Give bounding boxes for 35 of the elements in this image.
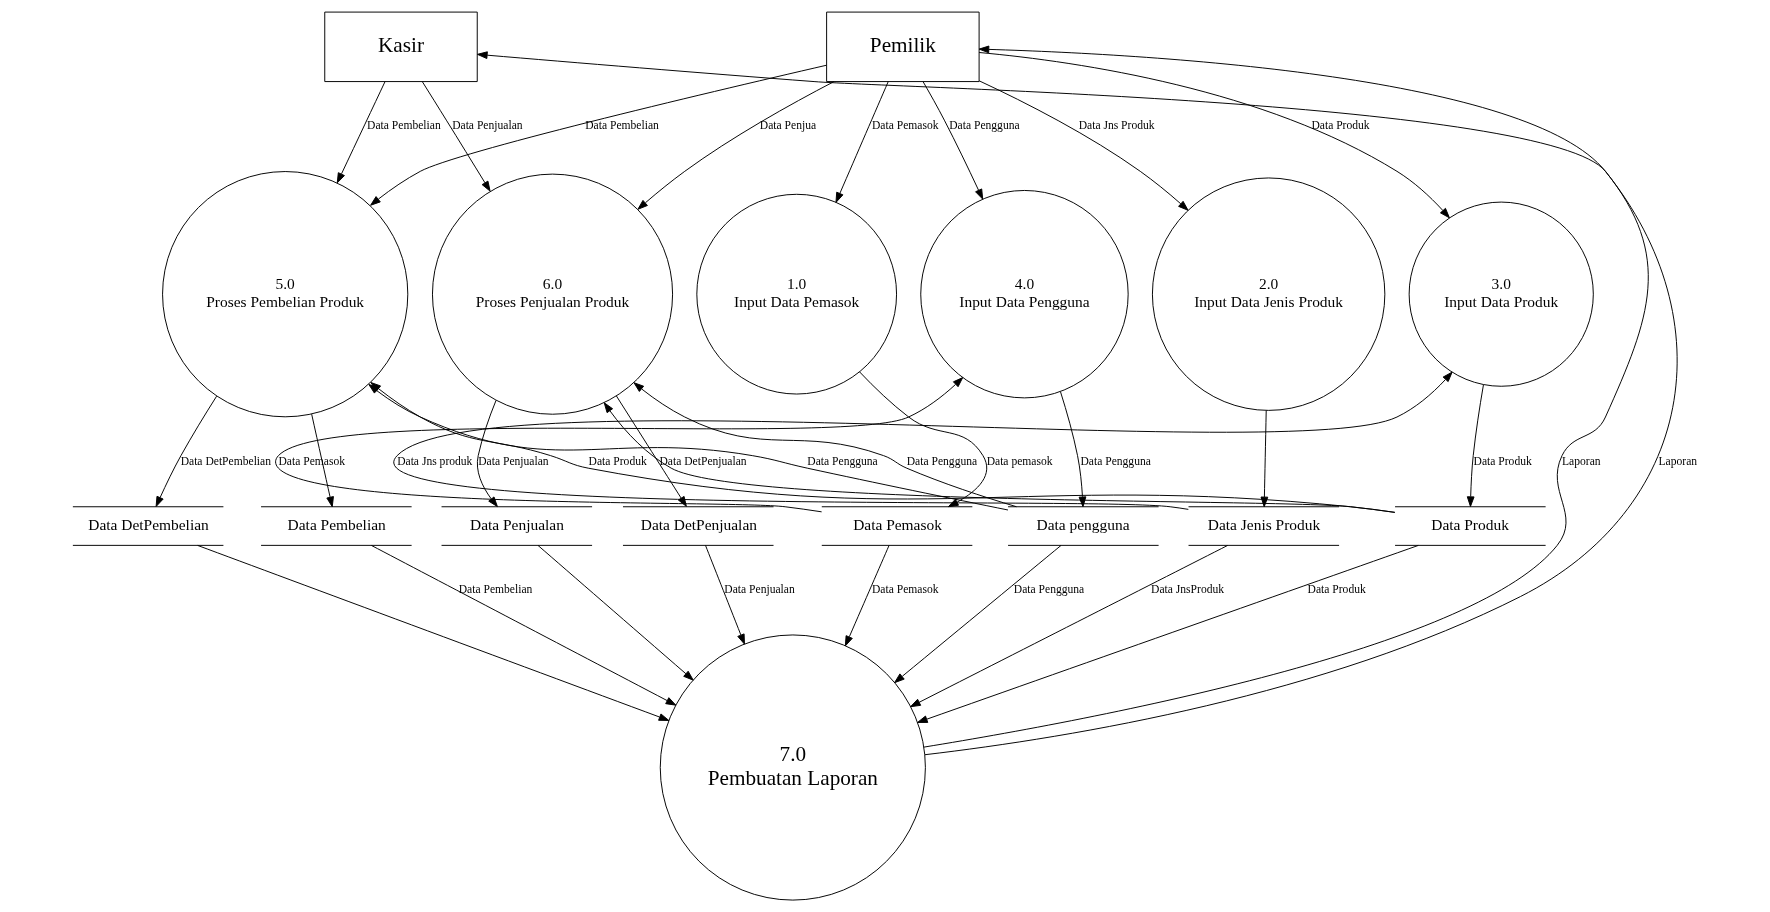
edge-label: Data Pengguna (906, 454, 978, 468)
edge-label: Data Produk (1311, 119, 1370, 133)
edge-label: Data Produk (1307, 583, 1366, 597)
edge-label: Data Pemasok (871, 119, 939, 133)
edge-label: Data Pemasok (871, 583, 939, 597)
edge-label: Data Produk (588, 454, 647, 468)
node-text: Data DetPembelian (88, 515, 209, 533)
edge-label: Data Penjualan (724, 583, 795, 597)
edge-label: Laporan (1658, 454, 1698, 468)
edge-label: Data Produk (1473, 454, 1532, 468)
edge-label: Data Pengguna (1013, 583, 1085, 597)
node-text: Data DetPenjualan (640, 515, 757, 533)
edge-label: Data Pengguna (949, 119, 1020, 133)
edge-label: Data pemasok (986, 454, 1053, 468)
node-text: Data Penjualan (470, 515, 564, 533)
node-text: Data pengguna (1036, 515, 1130, 533)
edge-label: Data Penjua (759, 119, 817, 133)
edge-label: Data Pembelian (367, 119, 441, 133)
edge-label: Data Penjualan (478, 454, 549, 468)
edge-label: Data Pemasok (278, 454, 346, 468)
node-text: Data Pembelian (287, 515, 386, 533)
edge-label: Data DetPembelian (180, 454, 271, 468)
node-text: Data Produk (1431, 515, 1509, 533)
edge-label: Data JnsProduk (1151, 583, 1225, 597)
edge-label: Data Jns Produk (1078, 119, 1155, 133)
edge-label: Data Pengguna (807, 454, 878, 468)
edge-label: Data Penjualan (452, 119, 523, 133)
node-text: Data Pemasok (853, 515, 942, 533)
edge-label: Data DetPenjualan (659, 454, 747, 468)
edge-label: Data Pembelian (585, 119, 659, 133)
edge-label: Data Jns produk (397, 454, 473, 468)
edge-label: Data Pengguna (1080, 454, 1151, 468)
node-text: Data Jenis Produk (1207, 515, 1321, 533)
edge-label: Data Pembelian (458, 583, 533, 597)
edge-label: Laporan (1562, 454, 1601, 468)
